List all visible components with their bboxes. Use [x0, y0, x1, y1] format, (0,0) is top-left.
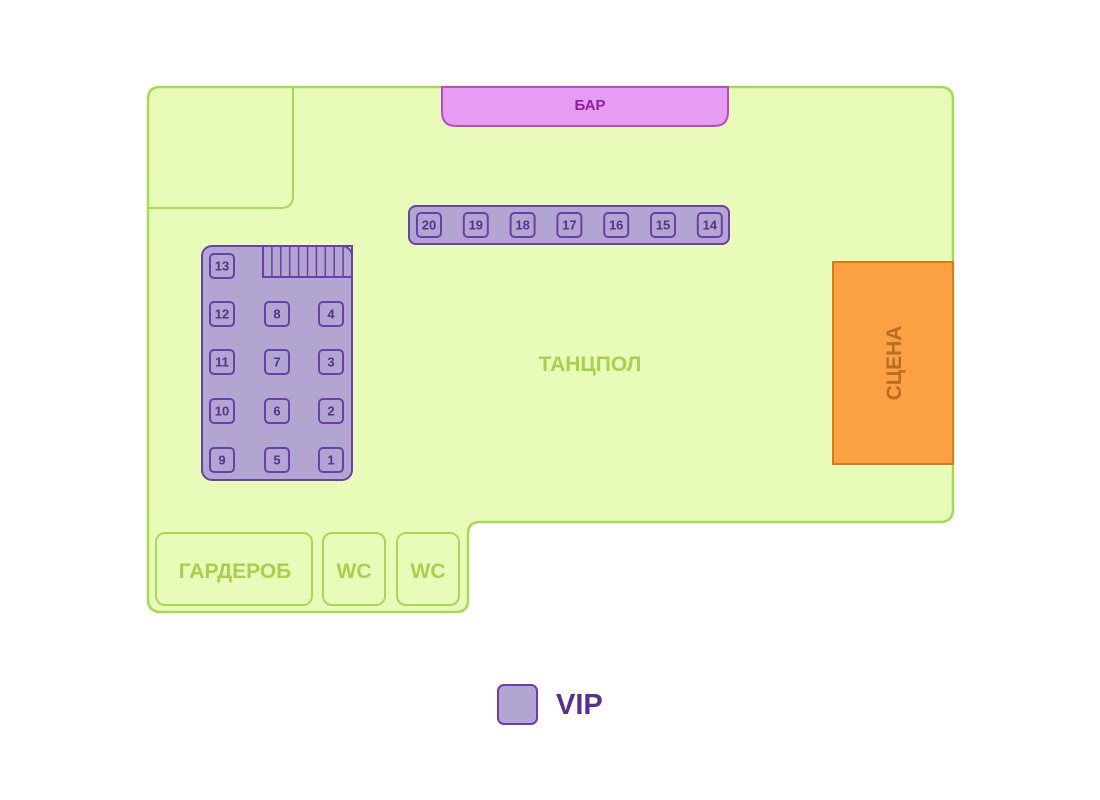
vip-table-14[interactable]: 14 — [696, 212, 723, 238]
legend-vip-swatch — [497, 684, 538, 725]
vip-table-box[interactable] — [650, 212, 676, 238]
stage[interactable] — [832, 261, 954, 465]
vip-table-box[interactable] — [264, 447, 290, 473]
bar-label: БАР — [574, 97, 605, 114]
vip-table-11[interactable]: 11 — [209, 349, 235, 375]
vip-table-number: 15 — [656, 218, 670, 233]
vip-table-number: 6 — [273, 404, 280, 419]
vip-table-number: 11 — [215, 355, 229, 370]
vip-table-box[interactable] — [209, 349, 235, 375]
vip-table-box[interactable] — [462, 212, 489, 238]
vip-table-box[interactable] — [509, 212, 536, 238]
staircase — [262, 245, 353, 278]
corner-room — [149, 88, 294, 209]
vip-table-3[interactable]: 3 — [318, 349, 344, 375]
vip-table-2[interactable]: 2 — [318, 398, 344, 424]
vip-table-box[interactable] — [264, 301, 290, 327]
vip-table-15[interactable]: 15 — [650, 212, 676, 238]
vip-table-16[interactable]: 16 — [603, 212, 630, 238]
vip-table-box[interactable] — [318, 349, 344, 375]
vip-table-number: 7 — [273, 355, 280, 370]
vip-table-box[interactable] — [556, 212, 583, 238]
vip-table-10[interactable]: 10 — [209, 398, 235, 424]
vip-table-6[interactable]: 6 — [264, 398, 290, 424]
wardrobe-label: ГАРДЕРОБ — [179, 560, 292, 583]
wardrobe-zone[interactable]: ГАРДЕРОБ — [155, 532, 313, 606]
vip-table-12[interactable]: 12 — [209, 301, 235, 327]
wc-label-1: WC — [337, 560, 372, 583]
vip-table-13[interactable]: 13 — [209, 253, 235, 279]
vip-table-box[interactable] — [416, 212, 442, 238]
vip-table-box[interactable] — [209, 447, 235, 473]
vip-table-number: 12 — [215, 307, 229, 322]
vip-table-8[interactable]: 8 — [264, 301, 290, 327]
vip-table-box[interactable] — [603, 212, 630, 238]
vip-table-number: 2 — [327, 404, 334, 419]
vip-table-number: 10 — [215, 404, 229, 419]
vip-table-box[interactable] — [209, 398, 235, 424]
bar-zone[interactable]: БАР — [441, 86, 729, 127]
vip-table-19[interactable]: 19 — [462, 212, 489, 238]
dancefloor-label: ТАНЦПОЛ — [539, 353, 642, 376]
wc-room-1[interactable] — [322, 532, 386, 606]
wc-label-2: WC — [411, 560, 446, 583]
vip-table-box[interactable] — [264, 349, 290, 375]
vip-table-box[interactable] — [318, 301, 344, 327]
bar-counter[interactable] — [441, 86, 729, 127]
vip-table-box[interactable] — [264, 398, 290, 424]
stage-label: СЦЕНА — [883, 326, 906, 401]
legend-vip-label: VIP — [556, 689, 603, 721]
vip-table-number: 9 — [218, 453, 225, 468]
vip-table-box[interactable] — [318, 447, 344, 473]
vip-table-5[interactable]: 5 — [264, 447, 290, 473]
stage-zone[interactable]: СЦЕНА — [832, 261, 954, 465]
vip-table-number: 14 — [703, 218, 718, 233]
vip-table-number: 19 — [469, 218, 483, 233]
vip-table-9[interactable]: 9 — [209, 447, 235, 473]
vip-table-number: 1 — [327, 453, 334, 468]
vip-table-box[interactable] — [318, 398, 344, 424]
vip-table-number: 3 — [327, 355, 334, 370]
wardrobe-room[interactable] — [155, 532, 313, 606]
vip-table-number: 20 — [422, 218, 436, 233]
vip-table-number: 16 — [609, 218, 623, 233]
vip-table-4[interactable]: 4 — [318, 301, 344, 327]
wc-room-2[interactable] — [396, 532, 460, 606]
vip-table-box[interactable] — [209, 301, 235, 327]
legend: VIP — [497, 684, 603, 725]
wc-zone-2[interactable]: WC — [396, 532, 460, 606]
vip-top-row: 20 19 18 17 16 15 14 — [408, 205, 730, 245]
vip-table-number: 17 — [562, 218, 576, 233]
vip-table-box[interactable] — [696, 212, 723, 238]
vip-table-1[interactable]: 1 — [318, 447, 344, 473]
vip-table-number: 4 — [327, 307, 335, 322]
vip-table-number: 13 — [215, 259, 229, 274]
vip-table-7[interactable]: 7 — [264, 349, 290, 375]
vip-table-box[interactable] — [209, 253, 235, 279]
vip-table-number: 8 — [273, 307, 280, 322]
vip-table-17[interactable]: 17 — [556, 212, 583, 238]
vip-table-20[interactable]: 20 — [416, 212, 442, 238]
vip-table-number: 18 — [515, 218, 529, 233]
vip-table-number: 5 — [273, 453, 280, 468]
venue-floor — [146, 85, 955, 614]
vip-table-18[interactable]: 18 — [509, 212, 536, 238]
vip-left-block: 13 12 8 4 11 7 3 10 6 2 9 5 1 — [201, 245, 353, 481]
wc-zone-1[interactable]: WC — [322, 532, 386, 606]
